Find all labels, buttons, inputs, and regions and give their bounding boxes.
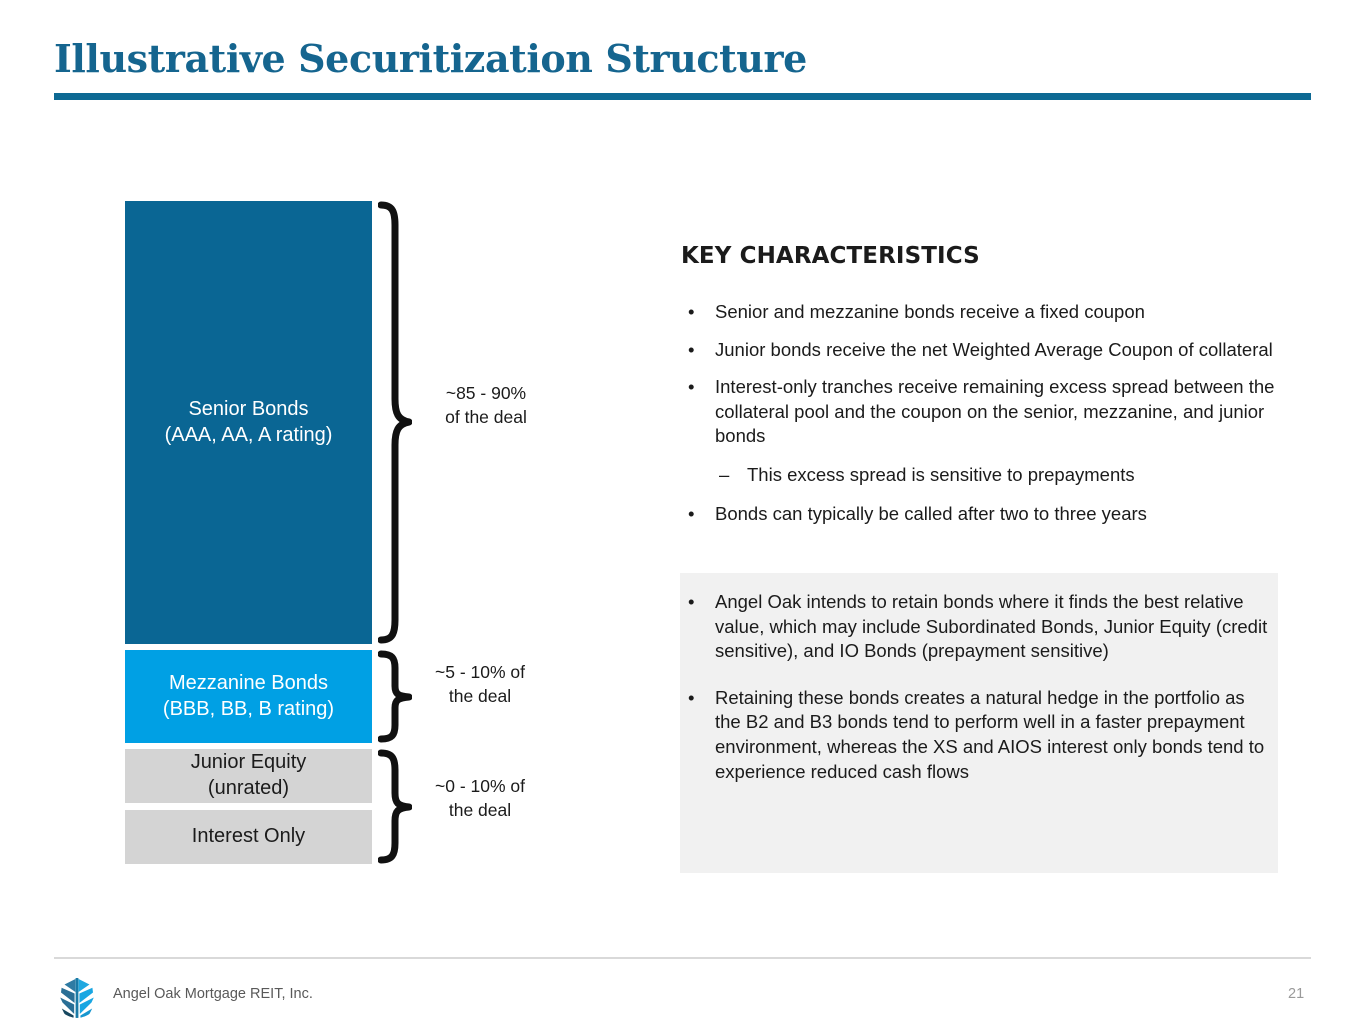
brace-label-mezzanine: ~5 - 10% of the deal	[400, 661, 560, 708]
list-item-text: Senior and mezzanine bonds receive a fix…	[715, 301, 1145, 322]
bullet-marker-icon: •	[688, 591, 695, 612]
tranche-mezzanine-bonds: Mezzanine Bonds (BBB, BB, B rating)	[125, 650, 372, 743]
list-item-text: Junior bonds receive the net Weighted Av…	[715, 338, 1273, 360]
brace-label-senior-line2: of the deal	[445, 406, 527, 427]
brace-senior-icon	[378, 201, 412, 644]
highlight-box: • Angel Oak intends to retain bonds wher…	[680, 573, 1278, 873]
key-characteristics-list: • Senior and mezzanine bonds receive a f…	[681, 300, 1281, 539]
angel-oak-logo-icon	[55, 975, 99, 1019]
brace-label-mezzanine-line2: the deal	[448, 685, 512, 706]
list-item-text: Angel Oak intends to retain bonds where …	[715, 591, 1268, 662]
tranche-senior-bonds-line2: (AAA, AA, A rating)	[164, 423, 333, 446]
brace-label-senior: ~85 - 90% of the deal	[406, 382, 566, 429]
list-item-text: Interest-only tranches receive remaining…	[715, 376, 1275, 447]
bullet-marker-icon: •	[688, 338, 695, 360]
list-item-text: Bonds can typically be called after two …	[715, 502, 1147, 524]
brace-label-senior-line1: ~85 - 90%	[445, 383, 527, 403]
tranche-senior-bonds: Senior Bonds (AAA, AA, A rating)	[125, 201, 372, 644]
brace-label-junior-io: ~0 - 10% of the deal	[400, 775, 560, 822]
list-item: • Bonds can typically be called after tw…	[681, 502, 1281, 527]
bullet-marker-icon: •	[688, 376, 695, 398]
list-item-sub: – This excess spread is sensitive to pre…	[681, 463, 1281, 488]
tranche-interest-only: Interest Only	[125, 810, 372, 864]
list-item-sub-text: This excess spread is sensitive to prepa…	[747, 463, 1135, 485]
tranche-mezzanine-bonds-line2: (BBB, BB, B rating)	[162, 697, 335, 720]
bullet-marker-icon: •	[688, 301, 695, 322]
tranche-interest-only-line1: Interest Only	[191, 825, 306, 848]
tranche-mezzanine-bonds-line1: Mezzanine Bonds	[169, 671, 328, 694]
title-underline-rule	[54, 93, 1311, 100]
tranche-senior-bonds-line1: Senior Bonds	[188, 397, 309, 420]
tranche-junior-equity: Junior Equity (unrated)	[125, 749, 372, 803]
tranche-junior-equity-line2: (unrated)	[207, 777, 290, 799]
page-number: 21	[1288, 986, 1305, 1002]
footer-divider	[54, 957, 1311, 959]
bullet-marker-icon: •	[688, 686, 695, 708]
list-item: • Junior bonds receive the net Weighted …	[681, 338, 1281, 363]
brace-label-mezzanine-line1: ~5 - 10% of	[435, 662, 525, 682]
tranche-junior-equity-line1: Junior Equity	[190, 751, 307, 774]
brace-label-junior-io-line1: ~0 - 10% of	[435, 776, 525, 796]
list-item: • Interest-only tranches receive remaini…	[681, 375, 1281, 449]
page-title: Illustrative Securitization Structure	[54, 36, 807, 81]
key-characteristics-heading: KEY CHARACTERISTICS	[681, 243, 980, 269]
bullet-marker-icon: •	[688, 502, 695, 524]
list-item: • Senior and mezzanine bonds receive a f…	[681, 300, 1281, 325]
brace-label-junior-io-line2: the deal	[448, 799, 512, 820]
list-item-text: Retaining these bonds creates a natural …	[715, 686, 1265, 782]
list-item: • Retaining these bonds creates a natura…	[681, 686, 1271, 784]
dash-marker-icon: –	[719, 463, 730, 485]
list-item: • Angel Oak intends to retain bonds wher…	[681, 590, 1271, 664]
highlight-box-list: • Angel Oak intends to retain bonds wher…	[681, 590, 1271, 806]
footer-company-name: Angel Oak Mortgage REIT, Inc.	[113, 986, 313, 1002]
brace-mezzanine-icon	[378, 650, 412, 743]
brace-junior-io-icon	[378, 749, 412, 864]
